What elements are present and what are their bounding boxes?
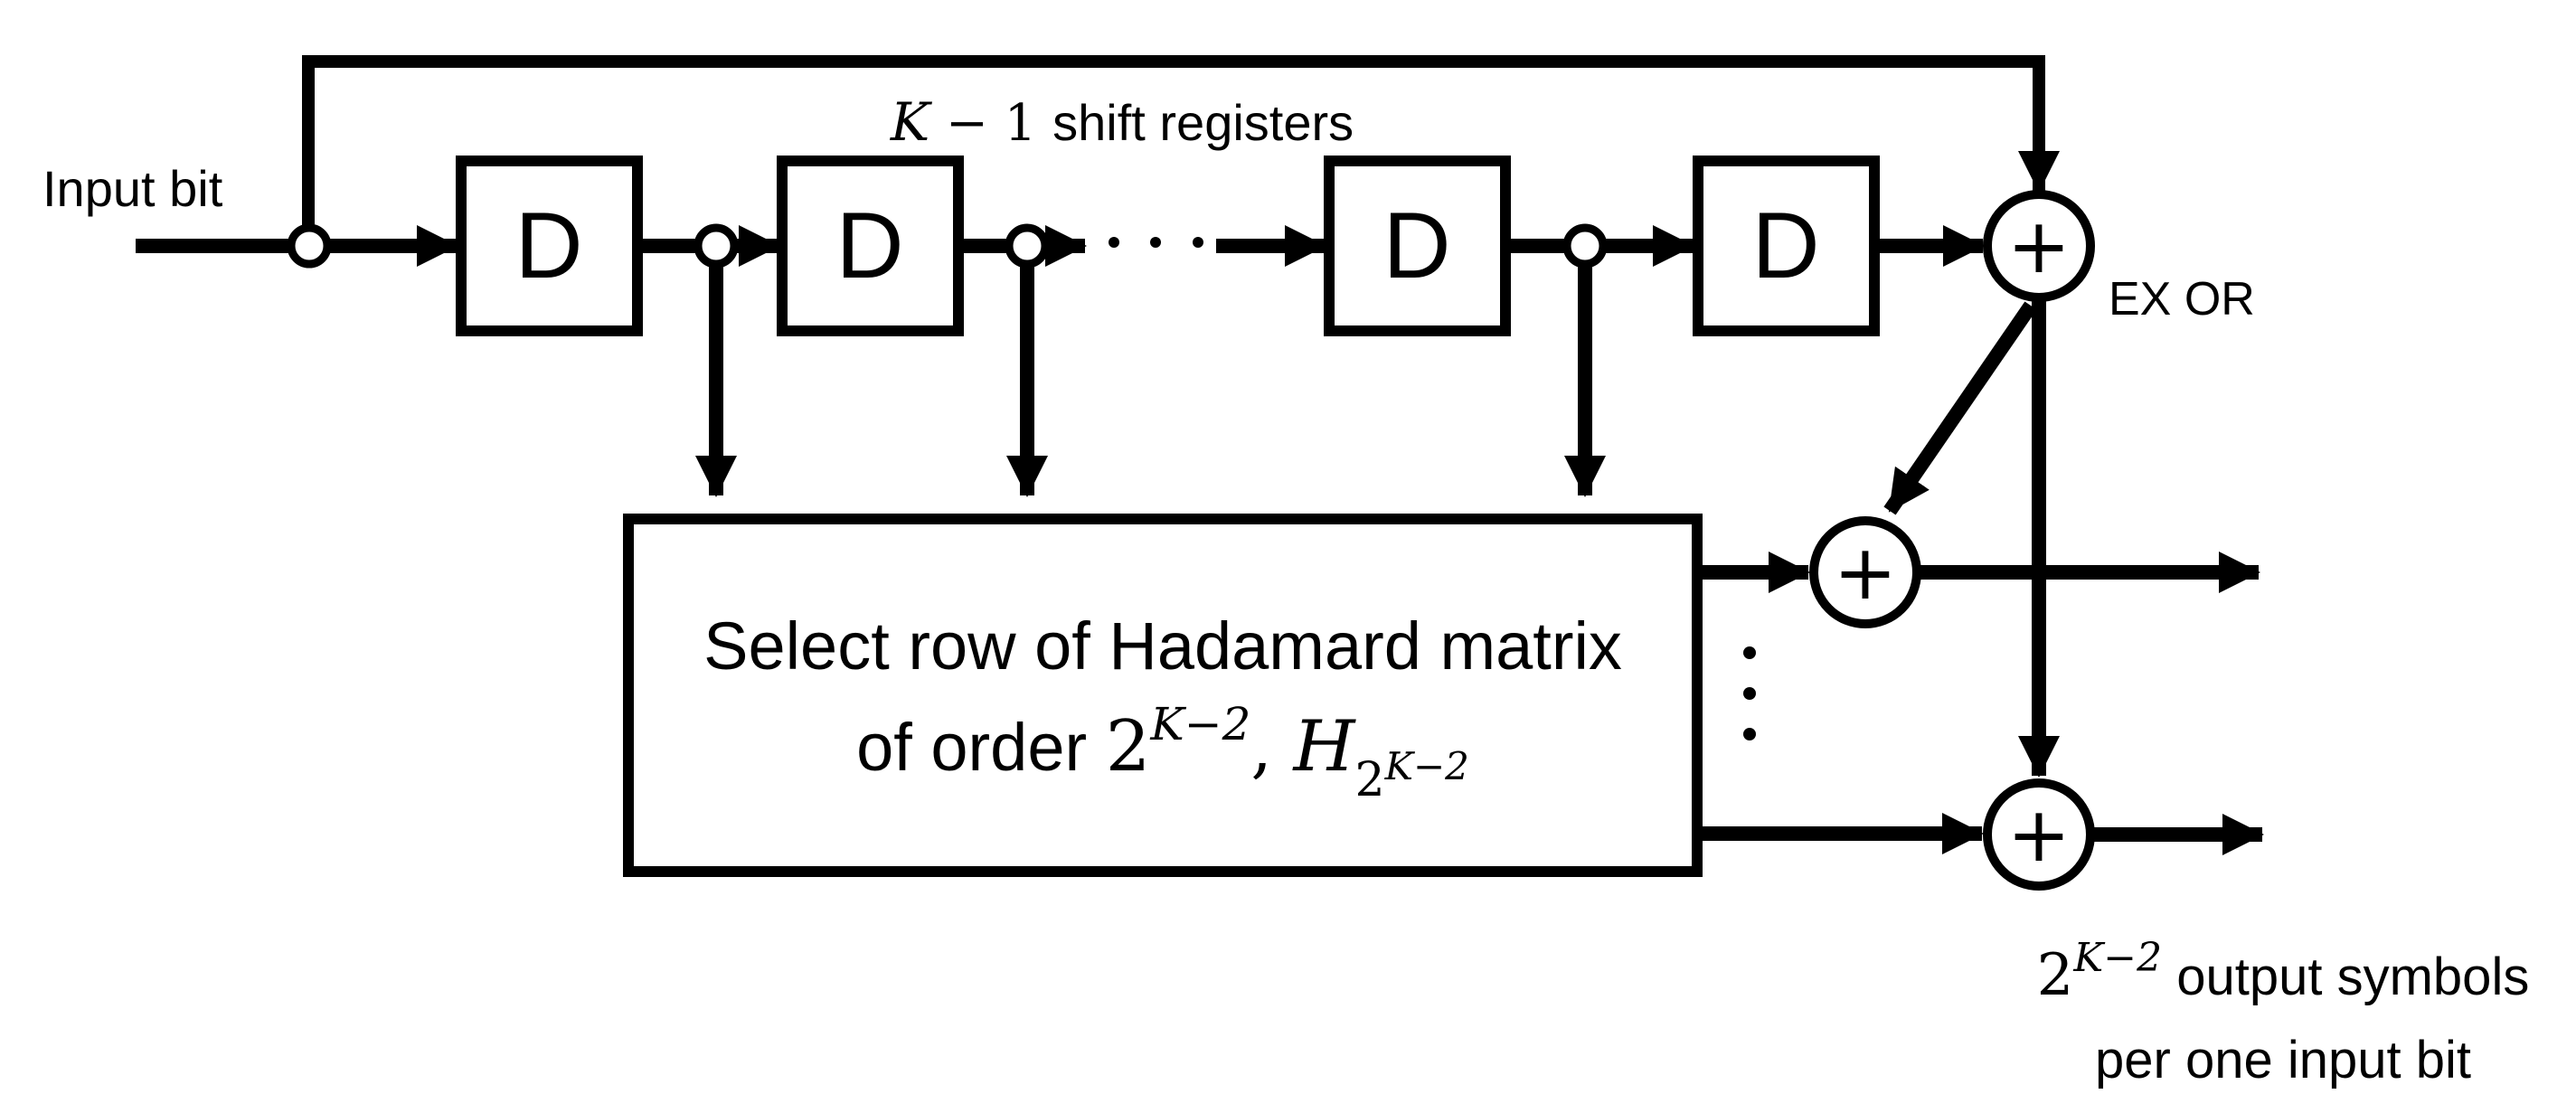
xor-node-middle-plus: +	[1834, 528, 1897, 617]
input-bit-label: Input bit	[42, 160, 223, 217]
d-register-2	[777, 156, 964, 336]
rail-ellipsis-dot	[1109, 237, 1119, 248]
xor-node-top	[1983, 190, 2095, 302]
d-register-1-label: D	[514, 193, 582, 298]
shift-register-boxes: D D D D	[456, 156, 1880, 336]
d-register-2-label: D	[835, 193, 903, 298]
shift-registers-label: K − 1 shift registers	[890, 91, 1354, 153]
vertical-ellipsis	[1743, 646, 1756, 740]
vertical-ellipsis-dot	[1743, 646, 1756, 659]
d-register-4	[1693, 156, 1880, 336]
vertical-ellipsis-dot	[1743, 687, 1756, 700]
hadamard-box	[623, 514, 1703, 877]
hadamard-box-text-line2: of order 2K−2, H2K−2	[856, 698, 1469, 807]
d-register-1	[456, 156, 643, 336]
rail-ellipsis-dot	[1193, 237, 1203, 248]
tap-node-3	[1562, 223, 1608, 269]
exor-label: EX OR	[2109, 273, 2255, 325]
d-register-3-label: D	[1382, 193, 1450, 298]
xor-node-middle	[1809, 516, 1921, 628]
xor-node-bottom-plus: +	[2007, 790, 2071, 879]
rail-ellipsis-dot	[1150, 237, 1161, 248]
output-symbols-label-line2: per one input bit	[2095, 1031, 2471, 1089]
rail-ellipsis	[1109, 237, 1203, 248]
wire-xor-diagonal	[1883, 301, 2037, 515]
xor-node-top-plus: +	[2007, 202, 2071, 290]
wire-feedback-top	[302, 55, 2060, 230]
vertical-ellipsis-dot	[1743, 728, 1756, 740]
tap-node-input	[287, 223, 332, 269]
tap-node-2	[1005, 223, 1050, 269]
xor-nodes: + + +	[1809, 190, 2095, 891]
d-register-4-label: D	[1751, 193, 1819, 298]
output-symbols-label-line1: 2K−2 output symbols	[2037, 935, 2530, 1009]
d-register-3	[1324, 156, 1511, 336]
tap-node-1	[694, 223, 739, 269]
hadamard-box-text-line1: Select row of Hadamard matrix	[703, 608, 1622, 684]
xor-node-bottom	[1983, 778, 2095, 891]
